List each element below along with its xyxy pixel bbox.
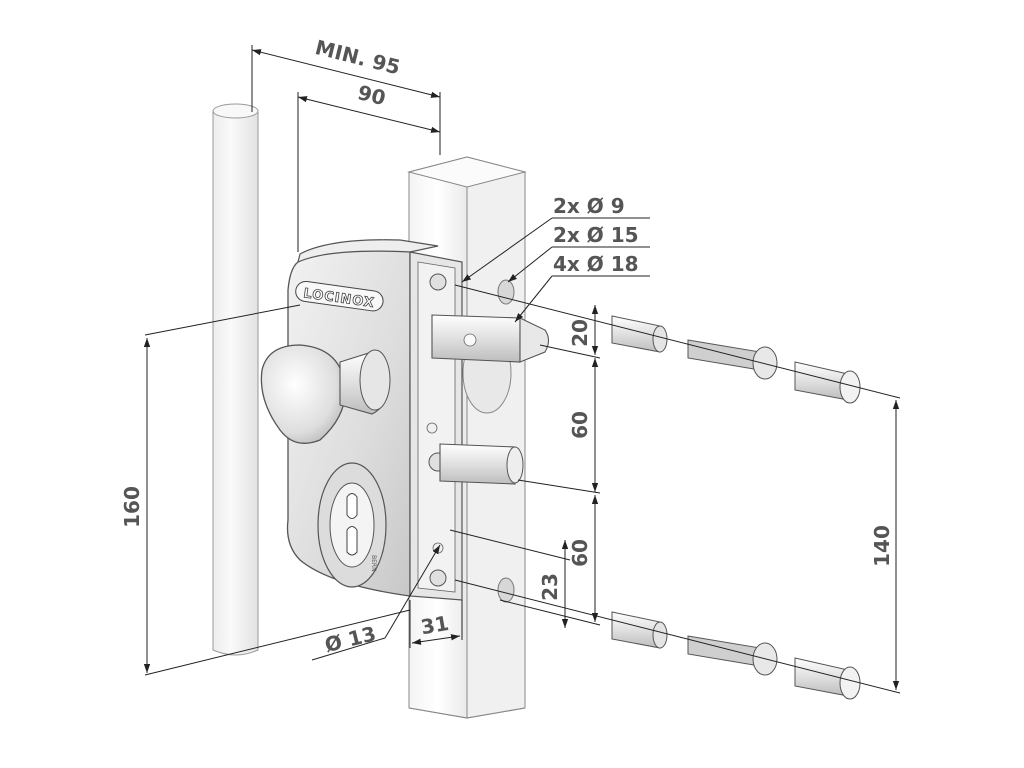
fixing-set-bottom (611, 611, 861, 700)
dim-offset-bottom-label: 23 (538, 573, 562, 601)
lock-knob[interactable] (260, 344, 391, 444)
cylinder-brand-mark: BERN (370, 555, 377, 572)
dimension-lines (143, 45, 901, 694)
hole-large-label: 4x Ø 18 (553, 252, 639, 276)
dead-bolt (439, 443, 524, 485)
dim-backset-label: 31 (419, 611, 451, 639)
dim-width-label: 90 (355, 80, 388, 110)
dim-spacing-mid-label: 60 (568, 411, 592, 439)
dim-pin-diameter-label: Ø 13 (322, 621, 378, 657)
lock-body: LOCINOX BERN (260, 239, 550, 601)
round-pipe (212, 103, 259, 656)
dim-height-label: 160 (120, 486, 144, 528)
hole-small-label: 2x Ø 9 (553, 194, 625, 218)
hole-medium-label: 2x Ø 15 (553, 223, 639, 247)
key-cylinder[interactable]: BERN (317, 462, 387, 588)
dim-spacing-low-label: 60 (568, 539, 592, 567)
dim-bolt-spacing-label: 140 (870, 525, 894, 567)
dim-min-width-label: MIN. 95 (313, 35, 403, 79)
dim-spacing-top-label: 20 (568, 319, 592, 347)
fixing-set-top (611, 315, 861, 404)
latch-bolt (431, 314, 550, 363)
